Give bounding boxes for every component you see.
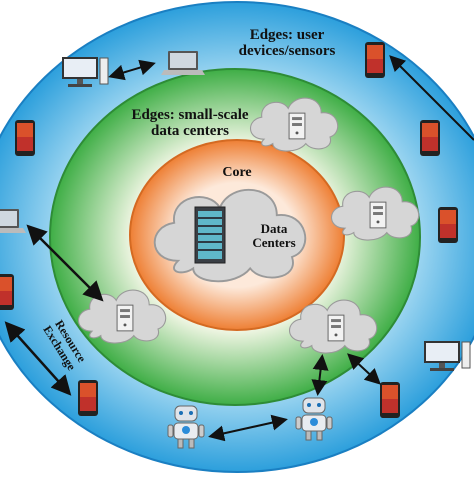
smartphone-icon [420, 120, 440, 156]
core-label: Core [222, 165, 252, 180]
smartphone-icon [0, 274, 14, 310]
smartphone-icon [15, 120, 35, 156]
arrow-phone-outer [389, 55, 474, 141]
arrow-laptop-cloud [26, 224, 104, 302]
server-rack-icon [194, 206, 226, 264]
outer-ring-label: Edges: user devices/sensors [238, 27, 336, 59]
arrow-resource-exchange [4, 321, 72, 396]
arrow-cloud-robot [311, 354, 329, 396]
data-centers-label: Data Centers [252, 221, 296, 250]
smartphone-icon [438, 207, 458, 243]
arrow-desktop-laptop [108, 59, 156, 81]
smartphone-icon [365, 42, 385, 78]
smartphone-icon [380, 382, 400, 418]
middle-ring-label: Edges: small-scale data centers [131, 107, 249, 139]
arrow-robot-robot [208, 414, 288, 442]
arrow-cloud-phone [347, 353, 381, 385]
